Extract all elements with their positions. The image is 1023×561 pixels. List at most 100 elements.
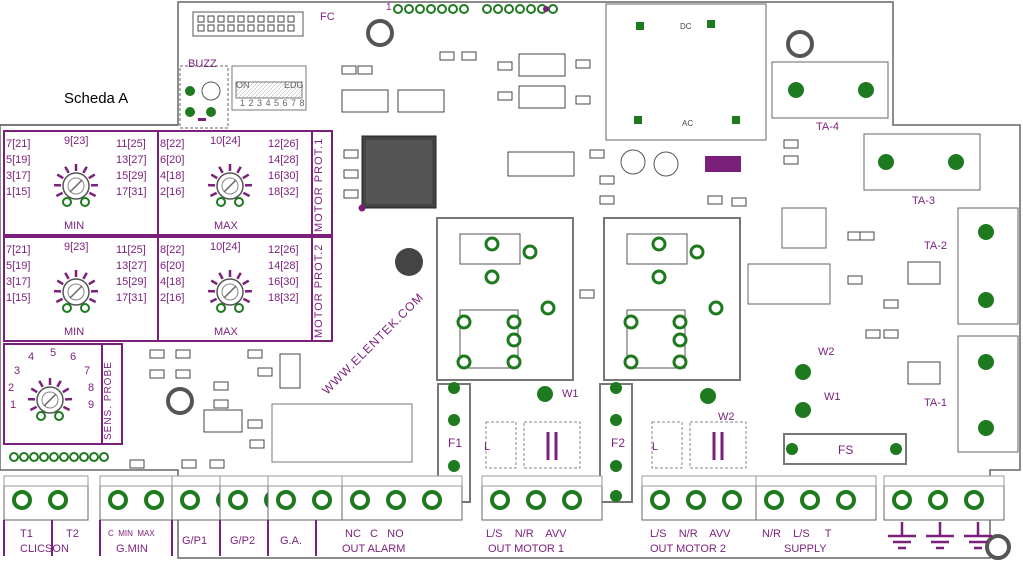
terminal-pad (964, 490, 984, 510)
supply-label: SUPPLY (784, 543, 827, 555)
trimmer-dials (27, 164, 253, 421)
header-pin (493, 4, 503, 14)
m2-label: OUT MOTOR 2 (650, 543, 726, 555)
t2-label: T2 (66, 528, 79, 540)
terminal-pad (276, 490, 296, 510)
ground-symbols (888, 522, 992, 550)
smd-part (439, 51, 455, 61)
relay-pad (623, 314, 639, 330)
fc-pin (287, 24, 295, 32)
sens-dial-number: 5 (50, 347, 57, 359)
trimmer-mp1-min (53, 164, 99, 207)
relay-pad (672, 354, 688, 370)
terminal-pad (562, 490, 582, 510)
ta1-label: TA-1 (924, 397, 948, 409)
relay-pad (456, 354, 472, 370)
terminal-pad (836, 490, 856, 510)
terminal-pad (108, 490, 128, 510)
sens-dial-number: 2 (8, 382, 15, 394)
smd-part (213, 399, 229, 409)
smd-part (599, 195, 615, 205)
relay-pad (506, 332, 522, 348)
smd-part (175, 369, 191, 379)
w1-label-a: W1 (562, 388, 579, 400)
terminal-pad (650, 490, 670, 510)
fc-pin (277, 24, 285, 32)
terminal-pad (928, 490, 948, 510)
trimmer-sens-probe (27, 378, 73, 421)
smd-part (209, 459, 225, 469)
fc-pin (277, 15, 285, 23)
terminal-pad (144, 490, 164, 510)
smd-part (599, 175, 615, 185)
header-pin (504, 4, 514, 14)
smd-part (257, 367, 273, 377)
smd-part (865, 329, 881, 339)
mp1-max-top: 10[24] (210, 135, 241, 147)
pin-header (393, 4, 558, 14)
sens-dial-number: 1 (10, 399, 17, 411)
row-pin (29, 452, 39, 462)
relay-pad (484, 269, 500, 285)
relay-1 (436, 217, 574, 381)
gmin-label: G.MIN (116, 543, 148, 555)
fuse-f2 (599, 383, 633, 503)
smd-part (129, 459, 145, 469)
trimmer-mp2-max (207, 270, 253, 313)
terminal-pad (12, 490, 32, 510)
fc-label: FC (320, 11, 335, 23)
fc-pin (247, 15, 255, 23)
mp2-max-top: 10[24] (210, 241, 241, 253)
fc-pin (217, 24, 225, 32)
relay-pad (456, 314, 472, 330)
header-pin (459, 4, 469, 14)
mp1-max-right: 12[26] 14[28] 16[30] 18[32] (268, 138, 299, 198)
row-pin (39, 452, 49, 462)
row-pin (49, 452, 59, 462)
w2-label-a: W2 (718, 411, 735, 423)
fc-pin (207, 15, 215, 23)
ga-label: G.A. (280, 535, 303, 547)
header-pin (415, 4, 425, 14)
mp2-min-top: 9[23] (64, 241, 89, 253)
fc-pin (217, 15, 225, 23)
sens-dial-number: 6 (70, 351, 77, 363)
smd-part (783, 139, 799, 149)
smd-part (847, 275, 863, 285)
header-pin (482, 4, 492, 14)
mp2-min-left: 7[21] 5[19] 3[17] 1[15] (6, 244, 31, 304)
terminal-blocks (3, 475, 1005, 521)
fs-label: FS (838, 443, 854, 457)
mp2-max-left: 8[22] 6[20] 4[18] 2[16] (160, 244, 185, 304)
w1-label-b: W1 (824, 391, 841, 403)
ground-icon (964, 522, 992, 550)
motor-prot-2-panel (3, 236, 333, 342)
row-pin (89, 452, 99, 462)
relay-pad (651, 236, 667, 252)
header-pin (437, 4, 447, 14)
fc-pin (227, 24, 235, 32)
mp2-min-label: MIN (64, 326, 85, 338)
smd-part (343, 149, 359, 159)
smd-part (461, 51, 477, 61)
fc-pin (257, 15, 265, 23)
smd-part (213, 381, 229, 391)
ground-icon (926, 522, 954, 550)
fc-pin (267, 15, 275, 23)
fc-pin (197, 15, 205, 23)
smd-part (731, 197, 747, 207)
mount-hole-2 (786, 30, 814, 58)
relay-pad (708, 300, 724, 316)
mp1-max-label: MAX (214, 220, 238, 232)
smd-part (343, 189, 359, 199)
relay-pad (506, 314, 522, 330)
motor-prot-1-panel (3, 130, 333, 236)
terminal-pad (722, 490, 742, 510)
sens-dial-number: 3 (14, 365, 21, 377)
fc-pins (197, 15, 295, 32)
relay-2 (603, 217, 741, 381)
smd-part (149, 369, 165, 379)
ta3-label: TA-3 (912, 195, 936, 207)
gp2-label: G/P2 (230, 535, 256, 547)
mp2-max-label: MAX (214, 326, 238, 338)
